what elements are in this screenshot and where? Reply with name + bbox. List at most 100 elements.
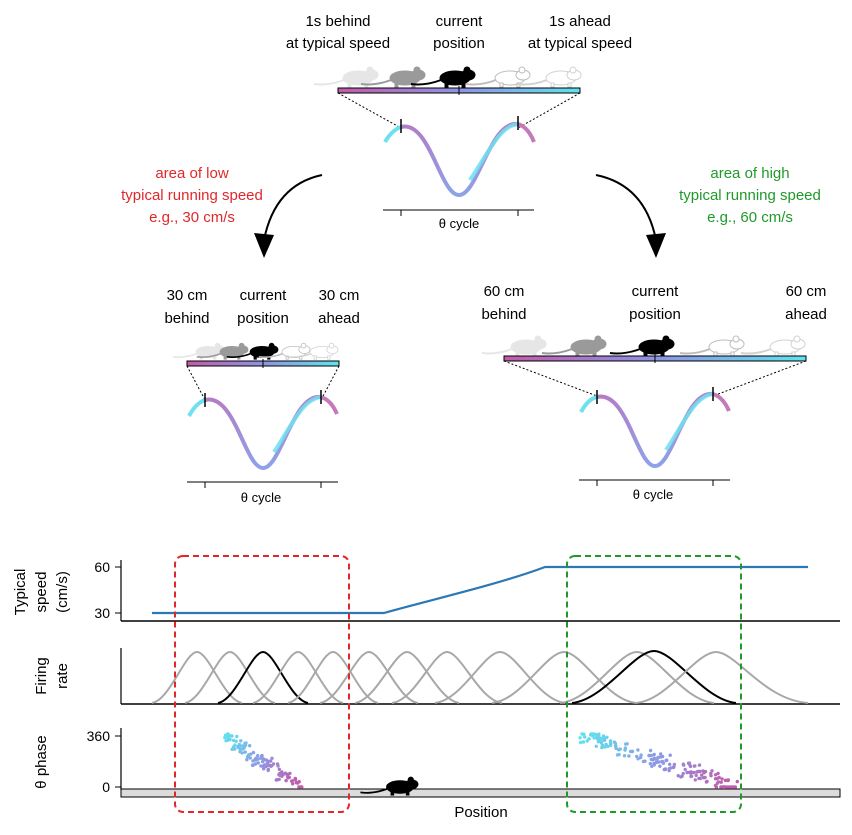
phase-point-low: [286, 776, 290, 780]
phase-point-high: [716, 771, 720, 776]
phase-point-high: [581, 740, 586, 744]
firing-ylabel-1: Firing: [33, 657, 50, 695]
high-rat-ghost-1-icon: [481, 335, 547, 357]
high-projection-left: [503, 360, 598, 397]
phase-point-low: [248, 756, 252, 760]
phase-point-low: [266, 768, 270, 773]
low-current-label-1: current: [240, 287, 288, 304]
phase-point-high: [681, 771, 685, 776]
phase-point-high: [702, 771, 706, 775]
phase-point-high: [608, 741, 613, 746]
low-behind-label-2: behind: [164, 310, 209, 327]
left-branch-line-3: e.g., 30 cm/s: [149, 209, 235, 226]
top-projection-left: [337, 92, 402, 129]
phase-point-high: [583, 735, 587, 739]
phase-point-high: [713, 773, 718, 777]
phase-point-low: [230, 747, 234, 751]
place-field-13: [635, 650, 809, 704]
phase-ylabel: θ phase: [33, 735, 50, 788]
phase-point-high: [682, 763, 686, 767]
phase-point-low: [231, 738, 236, 743]
phase-point-high: [664, 758, 668, 763]
place-field-6: [319, 650, 419, 704]
phase-point-high: [727, 785, 732, 789]
phase-point-high: [602, 738, 606, 742]
phase-point-high: [627, 754, 631, 758]
phase-point-high: [662, 767, 666, 772]
top-panel: 1s behind at typical speed current posit…: [286, 13, 632, 231]
phase-point-low: [226, 732, 230, 736]
high-theta-wave-right-tail: [712, 392, 731, 412]
phase-point-high: [723, 778, 728, 783]
right-arrow: [595, 174, 657, 241]
high-speed-panel: 60 cm behind current position 60 cm ahea…: [481, 283, 827, 502]
phase-point-low: [271, 762, 276, 766]
phase-point-high: [582, 732, 586, 736]
phase-point-high: [652, 752, 656, 757]
phase-point-high: [599, 736, 603, 741]
low-theta-wave-right-tail: [320, 395, 339, 415]
phase-point-high: [622, 754, 627, 758]
phase-point-low: [284, 778, 288, 783]
top-ahead-label-2: at typical speed: [528, 35, 632, 52]
phase-point-high: [625, 742, 629, 746]
phase-point-high: [704, 780, 709, 784]
place-field-9: [434, 650, 566, 704]
speed-ylabel-3: (cm/s): [54, 571, 71, 613]
phase-point-low: [253, 762, 257, 766]
phase-point-high: [672, 765, 676, 769]
phase-point-low: [251, 750, 256, 755]
phase-point-high: [585, 739, 589, 743]
phase-point-high: [655, 757, 659, 761]
phase-point-high: [735, 779, 739, 784]
high-rat-ghost-2-icon: [541, 335, 607, 357]
phase-point-low: [269, 759, 273, 763]
phase-point-high: [692, 770, 696, 775]
phase-point-high: [668, 762, 672, 766]
high-theta-wave-left-tail: [579, 395, 598, 413]
phase-point-low: [243, 750, 247, 754]
phase-point-high: [719, 785, 723, 789]
left-branch-line-2: typical running speed: [121, 187, 263, 204]
phase-point-high: [719, 780, 723, 784]
phase-point-low: [245, 755, 250, 759]
phase-point-high: [602, 736, 606, 740]
phase-point-high: [685, 770, 689, 775]
high-ahead-label-2: ahead: [785, 306, 827, 323]
phase-point-high: [697, 776, 701, 781]
phase-point-high: [687, 761, 692, 765]
phase-point-high: [589, 733, 593, 737]
left-arrow: [263, 174, 323, 241]
phase-point-high: [658, 755, 663, 759]
phase-point-high: [660, 760, 664, 764]
high-cycle-label: θ cycle: [633, 487, 673, 502]
high-speed-highlight-box: [566, 555, 742, 813]
high-current-label-2: position: [629, 306, 681, 323]
phase-point-low: [240, 751, 244, 755]
phase-point-high: [648, 748, 653, 753]
phase-point-high: [605, 735, 609, 739]
place-fields: [151, 649, 809, 704]
top-ahead-label-1: 1s ahead: [549, 13, 611, 30]
phase-point-low: [233, 747, 237, 751]
left-branch-line-1: area of low: [155, 165, 229, 182]
phase-point-high: [723, 785, 727, 789]
phase-point-high: [592, 736, 596, 740]
top-theta-wave-right-tail: [517, 122, 536, 143]
place-field-7: [354, 650, 460, 704]
top-theta-wave-rise: [468, 122, 519, 182]
phase-point-low: [261, 764, 266, 768]
phase-point-low: [259, 764, 263, 768]
place-field-12: [571, 649, 737, 704]
speed-tick-label-30: 30: [94, 605, 110, 621]
high-current-label-1: current: [632, 283, 680, 300]
low-cycle-label: θ cycle: [241, 490, 281, 505]
phase-point-high: [594, 744, 598, 748]
phase-point-high: [715, 781, 719, 785]
high-theta-wave-rise: [664, 392, 714, 452]
phase-point-high: [578, 740, 583, 745]
phase-point-low: [248, 744, 252, 748]
phase-point-high: [638, 755, 643, 760]
top-behind-label-1: 1s behind: [305, 13, 370, 30]
phase-point-low: [262, 767, 266, 771]
